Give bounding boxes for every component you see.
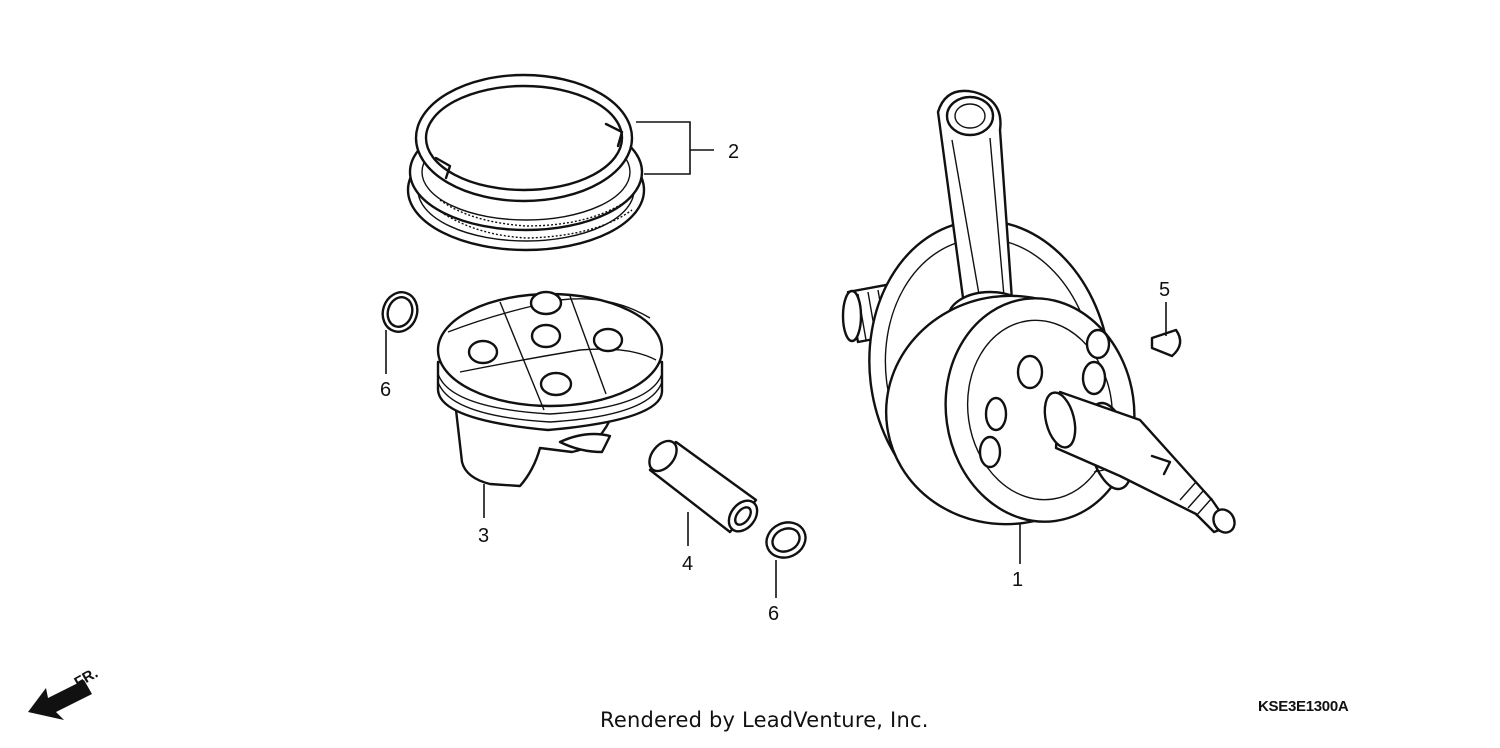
callout-woodruff-key[interactable]: 5 (1159, 279, 1170, 301)
piston-rings[interactable] (406, 73, 646, 252)
diagram-code: KSE3E1300A (1258, 698, 1349, 715)
woodruff-key[interactable] (1150, 328, 1182, 358)
front-direction-arrow-icon: FR. (28, 665, 101, 720)
crankshaft-assembly[interactable] (841, 89, 1239, 540)
credit-text: Rendered by LeadVenture, Inc. (600, 708, 929, 732)
callout-piston[interactable]: 3 (478, 525, 489, 547)
piston[interactable] (436, 290, 664, 488)
callout-crankshaft[interactable]: 1 (1012, 569, 1023, 591)
piston-pin-clip-right[interactable] (761, 516, 812, 564)
callout-clip-left[interactable]: 6 (380, 379, 391, 401)
callout-piston-rings[interactable]: 2 (728, 141, 739, 163)
callout-clip-right[interactable]: 6 (768, 603, 779, 625)
piston-pin[interactable] (644, 436, 763, 537)
callout-piston-pin[interactable]: 4 (682, 553, 693, 575)
piston-pin-clip-left[interactable] (378, 288, 423, 337)
leader-lines (385, 121, 1167, 598)
